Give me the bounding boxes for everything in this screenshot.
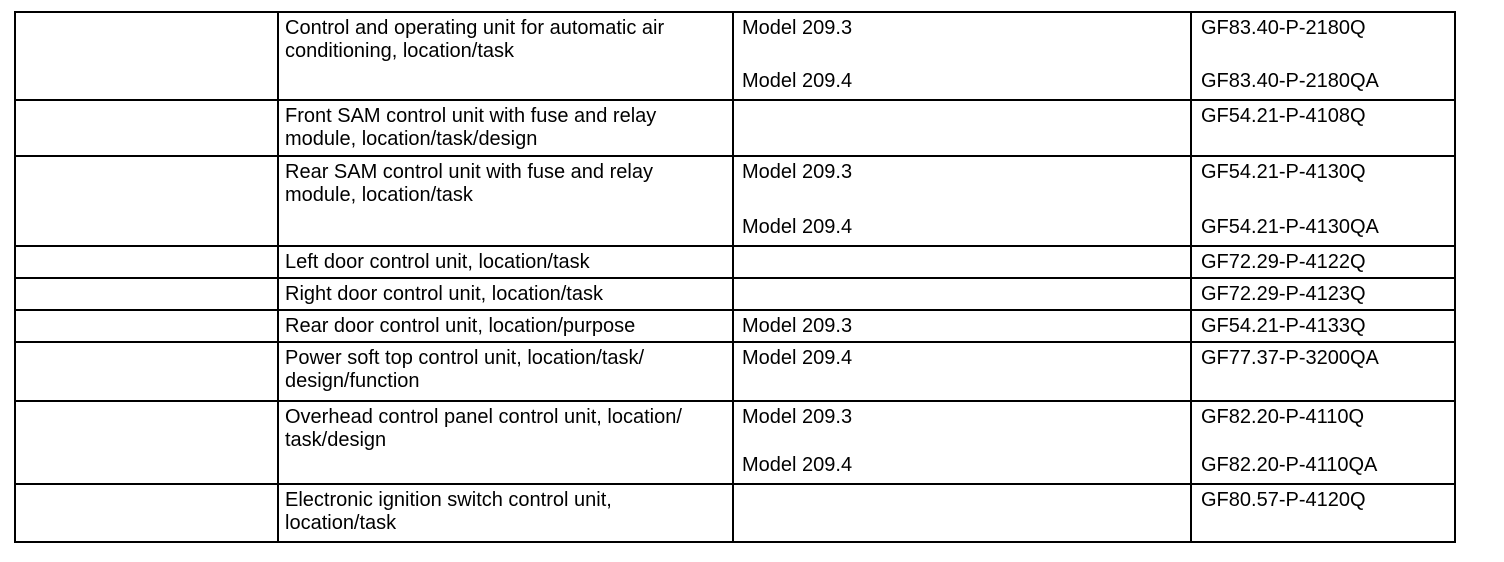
table-row: Control and operating unit for automatic…	[16, 13, 1454, 101]
code-text: GF82.20-P-4110Q	[1201, 406, 1365, 428]
spacer-cell	[16, 13, 279, 99]
table-row: Electronic ignition switch control unit,…	[16, 485, 1454, 541]
model-cell: Model 209.3 Model 209.4	[734, 157, 1192, 245]
model-cell: Model 209.4	[734, 343, 1192, 400]
description-cell: Rear SAM control unit with fuse and rela…	[279, 157, 734, 245]
code-text: GF82.20-P-4110QA	[1201, 454, 1378, 476]
model-cell	[734, 279, 1192, 309]
code-text: GF72.29-P-4122Q	[1201, 251, 1366, 273]
code-cell: GF82.20-P-4110Q GF82.20-P-4110QA	[1192, 402, 1454, 483]
description-cell: Overhead control panel control unit, loc…	[279, 402, 734, 483]
service-document-table: Control and operating unit for automatic…	[14, 11, 1456, 543]
spacer-cell	[16, 402, 279, 483]
code-cell: GF54.21-P-4108Q	[1192, 101, 1454, 155]
model-text: Model 209.4	[742, 216, 853, 238]
code-cell: GF54.21-P-4133Q	[1192, 311, 1454, 341]
code-cell: GF80.57-P-4120Q	[1192, 485, 1454, 541]
description-cell: Control and operating unit for automatic…	[279, 13, 734, 99]
table-row: Right door control unit, location/task G…	[16, 279, 1454, 311]
spacer-cell	[16, 157, 279, 245]
description-cell: Right door control unit, location/task	[279, 279, 734, 309]
code-text: GF83.40-P-2180Q	[1201, 17, 1366, 39]
description-text: Power soft top control unit, location/ta…	[285, 347, 645, 392]
model-text: Model 209.4	[742, 454, 853, 476]
model-cell	[734, 247, 1192, 277]
description-cell: Left door control unit, location/task	[279, 247, 734, 277]
model-text: Model 209.3	[742, 406, 853, 428]
description-text: Electronic ignition switch control unit,…	[285, 489, 612, 534]
code-text: GF72.29-P-4123Q	[1201, 283, 1366, 305]
model-cell	[734, 101, 1192, 155]
code-cell: GF83.40-P-2180Q GF83.40-P-2180QA	[1192, 13, 1454, 99]
code-cell: GF72.29-P-4123Q	[1192, 279, 1454, 309]
spacer-cell	[16, 247, 279, 277]
model-cell: Model 209.3 Model 209.4	[734, 13, 1192, 99]
description-text: Rear door control unit, location/purpose	[285, 315, 636, 337]
description-text: Overhead control panel control unit, loc…	[285, 406, 682, 451]
spacer-cell	[16, 279, 279, 309]
description-text: Rear SAM control unit with fuse and rela…	[285, 161, 653, 206]
description-cell: Power soft top control unit, location/ta…	[279, 343, 734, 400]
code-text: GF54.21-P-4130QA	[1201, 216, 1379, 238]
code-cell: GF77.37-P-3200QA	[1192, 343, 1454, 400]
model-cell	[734, 485, 1192, 541]
model-cell: Model 209.3 Model 209.4	[734, 402, 1192, 483]
spacer-cell	[16, 311, 279, 341]
code-text: GF80.57-P-4120Q	[1201, 489, 1366, 511]
spacer-cell	[16, 485, 279, 541]
spacer-cell	[16, 101, 279, 155]
code-cell: GF72.29-P-4122Q	[1192, 247, 1454, 277]
code-text: GF77.37-P-3200QA	[1201, 347, 1379, 369]
description-cell: Electronic ignition switch control unit,…	[279, 485, 734, 541]
model-text: Model 209.3	[742, 161, 853, 183]
description-text: Left door control unit, location/task	[285, 251, 590, 273]
table-row: Left door control unit, location/task GF…	[16, 247, 1454, 279]
code-text: GF54.21-P-4108Q	[1201, 105, 1366, 127]
table-row: Power soft top control unit, location/ta…	[16, 343, 1454, 402]
description-text: Right door control unit, location/task	[285, 283, 603, 305]
description-text: Front SAM control unit with fuse and rel…	[285, 105, 657, 150]
model-text: Model 209.4	[742, 347, 853, 369]
model-text: Model 209.3	[742, 17, 853, 39]
table-row: Rear SAM control unit with fuse and rela…	[16, 157, 1454, 247]
table-row: Front SAM control unit with fuse and rel…	[16, 101, 1454, 157]
code-cell: GF54.21-P-4130Q GF54.21-P-4130QA	[1192, 157, 1454, 245]
table-row: Overhead control panel control unit, loc…	[16, 402, 1454, 485]
code-text: GF83.40-P-2180QA	[1201, 70, 1379, 92]
code-text: GF54.21-P-4130Q	[1201, 161, 1366, 183]
table-row: Rear door control unit, location/purpose…	[16, 311, 1454, 343]
description-cell: Rear door control unit, location/purpose	[279, 311, 734, 341]
model-text: Model 209.3	[742, 315, 853, 337]
model-cell: Model 209.3	[734, 311, 1192, 341]
description-cell: Front SAM control unit with fuse and rel…	[279, 101, 734, 155]
code-text: GF54.21-P-4133Q	[1201, 315, 1366, 337]
model-text: Model 209.4	[742, 70, 853, 92]
spacer-cell	[16, 343, 279, 400]
description-text: Control and operating unit for automatic…	[285, 17, 665, 62]
